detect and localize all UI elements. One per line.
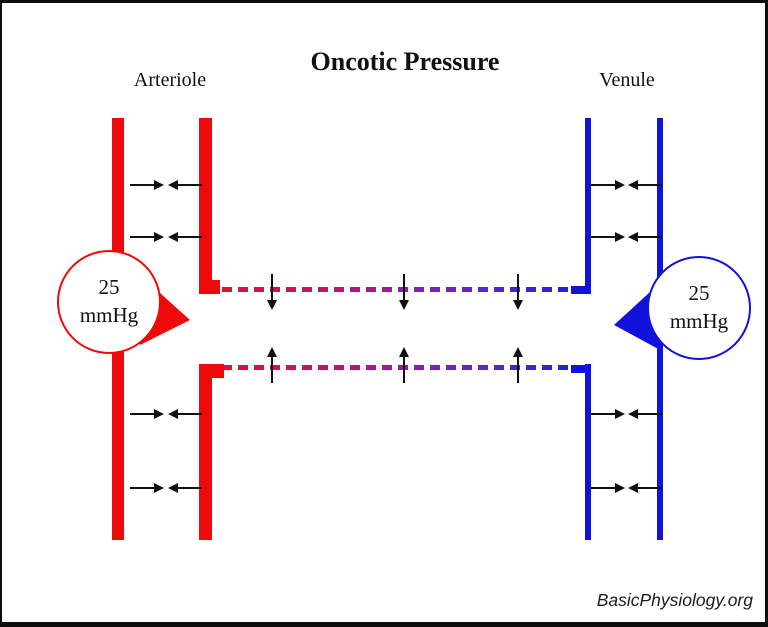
capillary-wall-top-dashes [222, 287, 571, 292]
arteriole-wall-corner-top [199, 280, 220, 294]
fluid-arrow-down-icon [513, 274, 523, 310]
pressure-arrow-left-icon [168, 232, 202, 242]
pressure-arrow-right-icon [130, 180, 164, 190]
fluid-arrow-up-icon [267, 347, 277, 383]
pressure-arrow-right-icon [130, 409, 164, 419]
venule-label: Venule [599, 69, 655, 91]
venule-inner-wall-bottom [585, 364, 591, 540]
capillary-wall-top [222, 287, 571, 292]
pressure-arrow-right-icon [130, 232, 164, 242]
pressure-arrow-left-icon [168, 180, 202, 190]
arteriole-pressure-badge: 25 mmHg [57, 250, 161, 354]
fluid-arrow-up-icon [513, 347, 523, 383]
fluid-arrow-up-icon [399, 347, 409, 383]
venule-wall-corner-top [571, 286, 591, 294]
pressure-arrow-right-icon [591, 483, 625, 493]
arteriole-inner-wall-top [199, 118, 212, 294]
pressure-unit: mmHg [669, 309, 729, 333]
fluid-arrow-down-icon [267, 274, 277, 310]
pressure-arrow-right-icon [591, 232, 625, 242]
site-credit: BasicPhysiology.org [596, 590, 753, 610]
pressure-arrow-right-icon [130, 483, 164, 493]
venule-pressure-badge: 25 mmHg [647, 256, 751, 360]
venule-inner-wall-top [585, 118, 591, 294]
capillary-wall-bottom [222, 365, 571, 370]
pressure-arrow-left-icon [628, 483, 662, 493]
page-title: Oncotic Pressure [310, 47, 500, 76]
pressure-value: 25 [688, 281, 710, 306]
arteriole-wall-corner-bottom [199, 364, 224, 378]
pressure-arrow-left-icon [168, 483, 202, 493]
pressure-arrow-left-icon [168, 409, 202, 419]
pressure-arrow-left-icon [628, 180, 662, 190]
fluid-arrow-down-icon [399, 274, 409, 310]
arteriole-label: Arteriole [133, 69, 207, 91]
pressure-arrow-left-icon [628, 409, 662, 419]
arteriole-inner-wall-bottom [199, 364, 212, 540]
pressure-arrow-right-icon [591, 409, 625, 419]
venule-wall-corner-bottom [571, 365, 591, 373]
pressure-arrow-left-icon [628, 232, 662, 242]
capillary-wall-bottom-dashes [222, 365, 571, 370]
pressure-unit: mmHg [79, 303, 139, 327]
pressure-value: 25 [98, 275, 120, 300]
pressure-arrow-right-icon [591, 180, 625, 190]
